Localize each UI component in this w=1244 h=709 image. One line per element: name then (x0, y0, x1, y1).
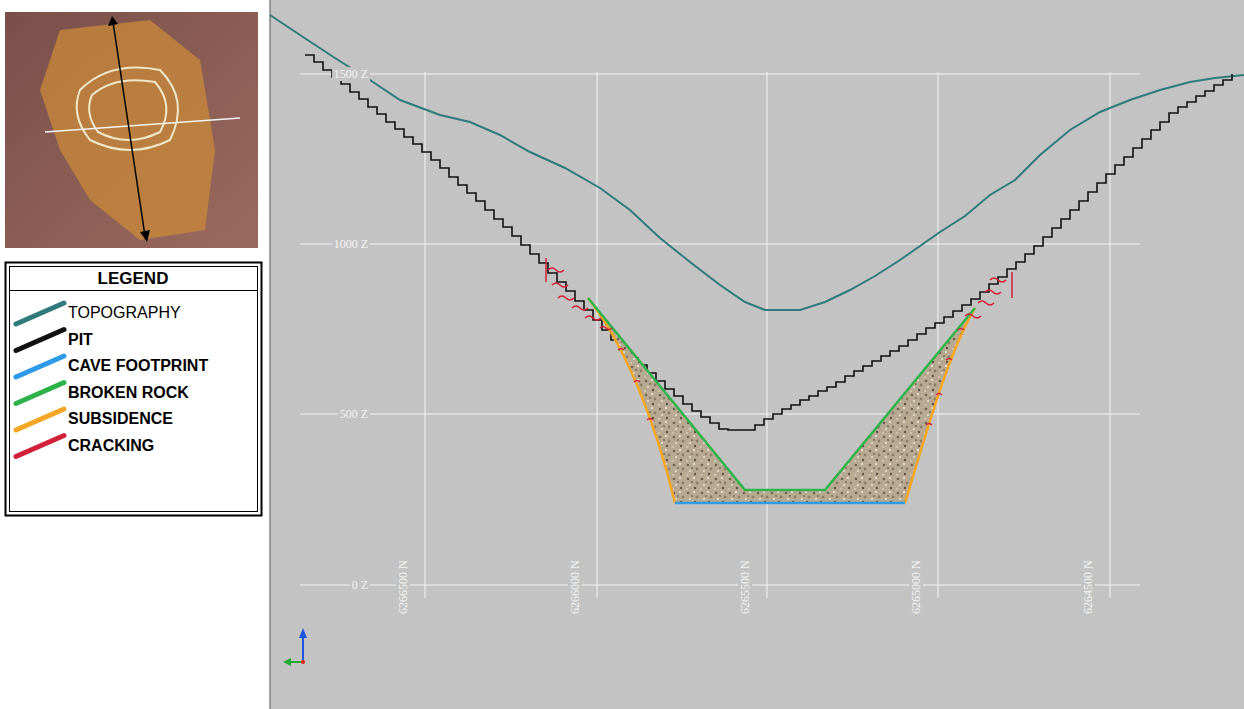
legend-text: SUBSIDENCE (68, 410, 173, 428)
subsidence-line (588, 298, 675, 503)
axis-label: 1000 Z (332, 237, 370, 251)
legend-text: CAVE FOOTPRINT (68, 357, 208, 375)
axis-label: 6265500 N (738, 558, 752, 616)
cracking-marks (546, 258, 1012, 425)
axis-label: 0 Z (350, 578, 370, 592)
legend-box (6, 263, 262, 516)
axis-label: 1500 Z (332, 67, 370, 81)
axis-label: 6266000 N (568, 558, 582, 616)
broken-rock-line (588, 298, 975, 490)
topography-line (270, 15, 1244, 310)
legend-sample (16, 303, 64, 324)
axis-label: 6264500 N (1081, 558, 1095, 616)
pit-line (305, 55, 1232, 430)
legend-sample (16, 409, 64, 430)
axis-triad (283, 628, 307, 666)
legend-title: LEGEND (98, 269, 169, 289)
legend-sample (16, 436, 64, 457)
plot-ground (270, 0, 1244, 709)
inset-map (5, 12, 258, 248)
cave-footprint-line (675, 502, 905, 505)
subsidence-line (905, 308, 975, 503)
legend-text: CRACKING (68, 437, 154, 455)
legend-text: BROKEN ROCK (68, 384, 189, 402)
broken-rock-fill (588, 298, 975, 503)
legend-sample (16, 330, 64, 351)
grid (300, 72, 1140, 598)
axis-label: 500 Z (338, 407, 370, 421)
legend-sample (16, 356, 64, 377)
legend-text: TOPOGRAPHY (68, 304, 181, 322)
axis-label: 6266500 N (396, 558, 410, 616)
axis-label: 6265000 N (909, 558, 923, 616)
legend-sample (16, 383, 64, 404)
legend-text: PIT (68, 331, 93, 349)
